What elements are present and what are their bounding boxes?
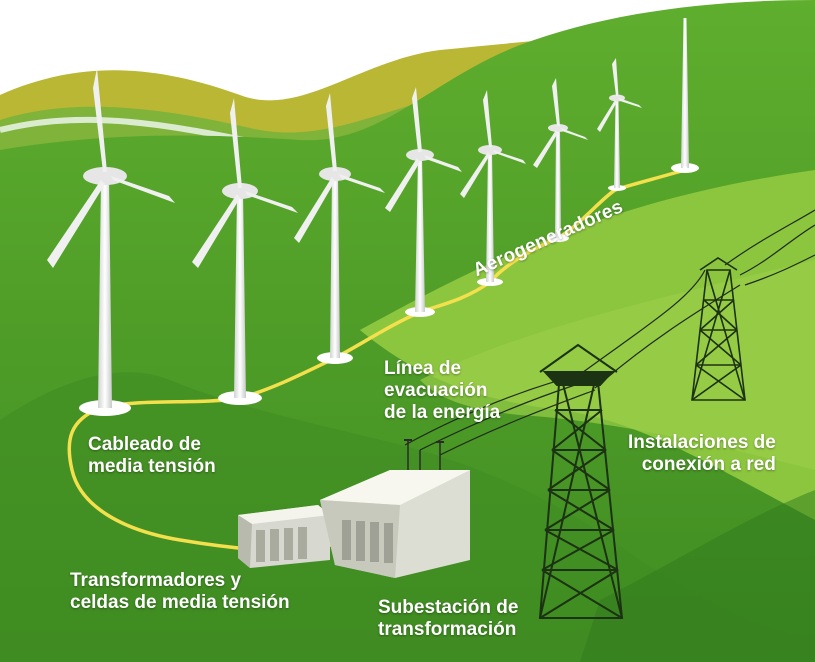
label-instalaciones-conexion: Instalaciones de conexión a red — [628, 432, 776, 475]
wind-turbine-icon — [533, 78, 588, 242]
wind-turbine-icon — [192, 98, 298, 405]
wind-turbine-icon — [385, 87, 462, 317]
wind-turbine-icon — [597, 58, 642, 191]
label-linea-evacuacion: Línea de evacuación de la energía — [384, 358, 501, 423]
transformer-building-icon — [238, 505, 330, 568]
label-cableado-media-tension: Cableado de media tensión — [88, 434, 216, 477]
wind-turbine-icon — [47, 68, 175, 416]
label-subestacion: Subestación de transformación — [378, 597, 519, 640]
transmission-tower-icon — [691, 257, 746, 401]
transmission-tower-icon — [538, 343, 624, 619]
wind-turbine-icon — [460, 90, 526, 286]
wind-turbine-icon — [294, 93, 385, 364]
bright-patch — [420, 260, 815, 470]
foreground-right — [580, 490, 815, 662]
medium-voltage-cable — [67, 168, 686, 552]
label-transformadores: Transformadores y celdas de media tensió… — [70, 570, 290, 613]
substation-building-icon — [320, 439, 470, 578]
